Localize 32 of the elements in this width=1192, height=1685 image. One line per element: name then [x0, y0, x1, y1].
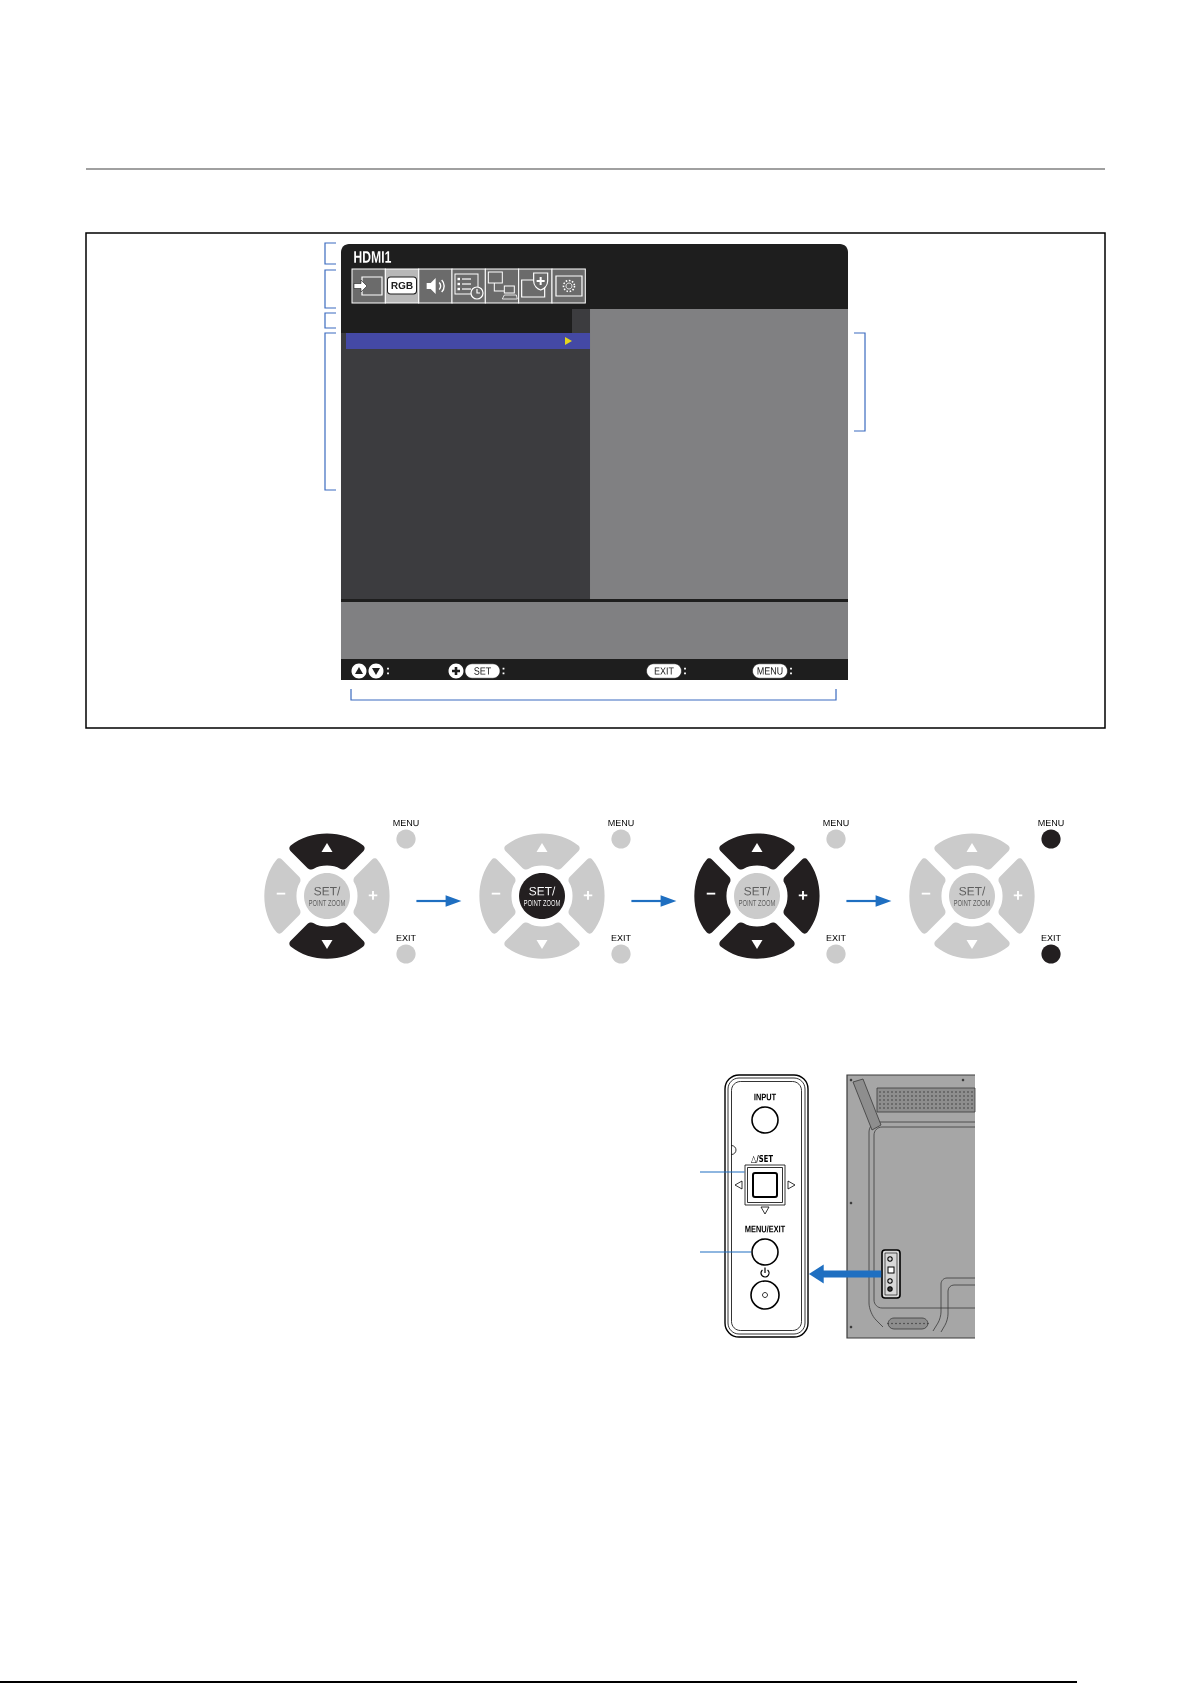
button-label: MENU	[823, 819, 849, 827]
minus-key: −	[909, 858, 946, 934]
leader-line	[699, 1251, 752, 1253]
colon: :	[502, 667, 505, 675]
button-label: MENU	[608, 819, 634, 827]
button-label: MENU	[1038, 819, 1064, 827]
set-button: SET/ POINT ZOOM	[519, 873, 565, 919]
button-panel-drawing	[881, 1249, 901, 1299]
monitor-rear-drawing	[846, 1074, 976, 1339]
button-label: EXIT	[396, 934, 416, 942]
plus-key: +	[568, 858, 605, 934]
button-label: MENU	[393, 819, 419, 827]
rgb-tab: RGB	[384, 268, 420, 304]
set-button: SET/ POINT ZOOM	[304, 873, 350, 919]
plus-key: +	[353, 858, 390, 934]
minus-key: −	[694, 858, 731, 934]
button-label: △/SET	[751, 1154, 773, 1164]
plus-key: +	[998, 858, 1035, 934]
colon: :	[790, 667, 792, 675]
button-label: MENU/EXIT	[745, 1225, 786, 1233]
colon: :	[387, 667, 389, 675]
set-button: SET/ POINT ZOOM	[949, 873, 995, 919]
button-label: INPUT	[754, 1093, 777, 1101]
minus-key: −	[479, 858, 516, 934]
leader-line	[699, 1171, 746, 1173]
colon: :	[684, 667, 686, 675]
set-button: SET/ POINT ZOOM	[734, 873, 780, 919]
button-label: EXIT	[826, 934, 846, 942]
button-label: EXIT	[611, 934, 631, 942]
button-label: EXIT	[1041, 934, 1061, 942]
plus-key: +	[783, 858, 820, 934]
minus-key: −	[264, 858, 301, 934]
